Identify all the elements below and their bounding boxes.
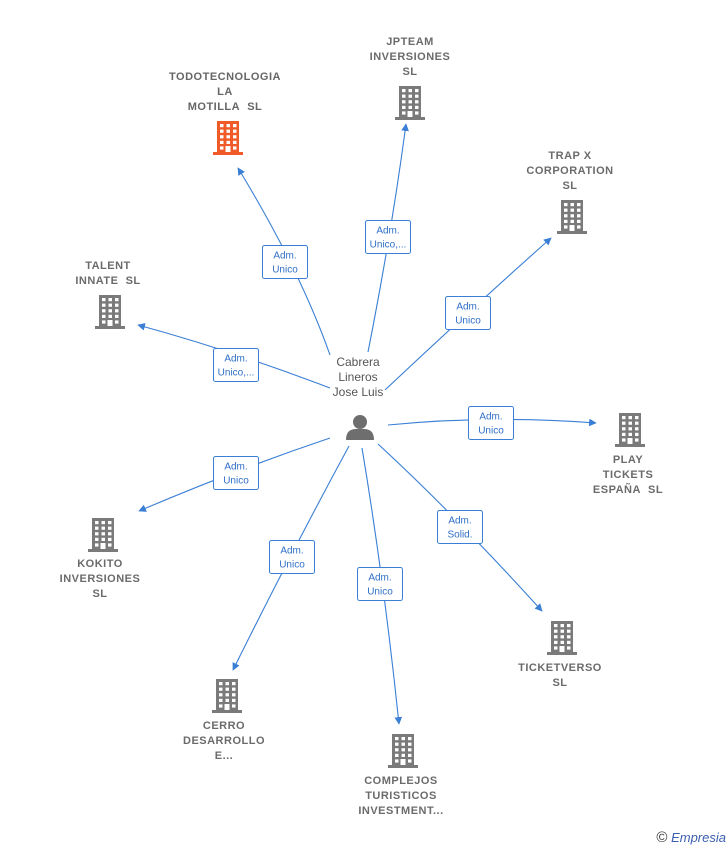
role-text: Adm. [224,354,247,365]
building-icon-cerro[interactable] [212,679,242,713]
building-icon-ticketverso[interactable] [547,621,577,655]
role-badge-complejos[interactable]: Adm. Unico [357,567,403,601]
company-name-ticketverso-line: SL [552,677,567,689]
person-name-line: Lineros [338,370,377,384]
role-badge-box [269,540,315,574]
company-name-jpteam-line: INVERSIONES [370,51,451,63]
company-name-todotecnologia-line: MOTILLA SL [188,101,263,113]
role-badge-todotecnologia[interactable]: Adm. Unico [262,245,308,279]
company-name-cerro-line: E... [215,750,234,762]
building-icon-todotecnologia[interactable] [213,121,243,155]
role-text: Adm. [280,546,303,557]
company-name-todotecnologia: TODOTECNOLOGIA LA MOTILLA SL [169,71,281,113]
role-badge-cerro[interactable]: Adm. Unico [269,540,315,574]
role-badge-play-tickets[interactable]: Adm. Unico [468,406,514,440]
role-badge-box [213,348,259,382]
company-name-kokito: KOKITO INVERSIONES SL [60,558,141,600]
company-name-kokito-line: INVERSIONES [60,573,141,585]
company-name-play-tickets-line: PLAY [613,454,643,466]
company-name-complejos-line: INVESTMENT... [358,805,443,817]
role-text: Unico [367,587,393,598]
role-text: Adm. [479,412,502,423]
role-badge-ticketverso[interactable]: Adm. Solid. [437,510,483,544]
role-text: Adm. [456,302,479,313]
copyright-symbol: © [656,829,668,846]
company-name-todotecnologia-line: LA [217,86,233,98]
company-name-trap-x-line: TRAP X [548,150,591,162]
company-name-jpteam-line: JPTEAM [386,36,434,48]
footer: © Empresia [656,829,726,846]
role-text: Unico [455,316,481,327]
company-name-cerro: CERRO DESARROLLO E... [183,720,265,762]
role-text: Unico,... [370,240,407,251]
role-badge-box [468,406,514,440]
company-name-kokito-line: SL [92,588,107,600]
role-badge-talent-innate[interactable]: Adm. Unico,... [213,348,259,382]
company-name-jpteam: JPTEAM INVERSIONES SL [370,36,451,78]
company-name-talent-innate: TALENT INNATE SL [75,260,140,287]
role-text: Unico,... [218,368,255,379]
company-name-complejos: COMPLEJOS TURISTICOS INVESTMENT... [358,775,443,817]
company-name-kokito-line: KOKITO [77,558,123,570]
role-badge-jpteam[interactable]: Adm. Unico,... [365,220,411,254]
company-name-talent-innate-line: INNATE SL [75,275,140,287]
role-badge-box [445,296,491,330]
building-icon-jpteam[interactable] [395,86,425,120]
role-text: Unico [272,265,298,276]
company-name-play-tickets-line: TICKETS [603,469,654,481]
company-name-trap-x-line: CORPORATION [526,165,613,177]
building-icon-kokito[interactable] [88,518,118,552]
role-text: Solid. [447,530,472,541]
role-badge-box [357,567,403,601]
role-badge-box [437,510,483,544]
company-name-complejos-line: TURISTICOS [365,790,437,802]
company-name-cerro-line: CERRO [203,720,245,732]
building-icon-play-tickets[interactable] [615,413,645,447]
company-name-play-tickets: PLAY TICKETS ESPAÑA SL [593,454,663,496]
role-text: Adm. [368,573,391,584]
role-text: Adm. [273,251,296,262]
company-name-jpteam-line: SL [402,66,417,78]
role-badge-box [365,220,411,254]
building-icon-trap-x[interactable] [557,200,587,234]
role-badge-box [213,456,259,490]
role-text: Adm. [376,226,399,237]
building-icon-talent-innate[interactable] [95,295,125,329]
role-text: Adm. [448,516,471,527]
company-name-ticketverso-line: TICKETVERSO [518,662,602,674]
person-name-line: Jose Luis [333,385,384,399]
company-name-trap-x: TRAP X CORPORATION SL [526,150,613,192]
company-name-play-tickets-line: ESPAÑA SL [593,483,663,496]
role-badge-trap-x[interactable]: Adm. Unico [445,296,491,330]
company-name-talent-innate-line: TALENT [85,260,131,272]
company-name-todotecnologia-line: TODOTECNOLOGIA [169,71,281,83]
person-name-line: Cabrera [336,355,380,369]
roles-layer: Adm.UnicoAdm.Unico,...Adm.UnicoAdm.Unico… [213,220,514,601]
role-text: Unico [279,560,305,571]
building-icon-complejos[interactable] [388,734,418,768]
role-badge-kokito[interactable]: Adm. Unico [213,456,259,490]
role-badge-box [262,245,308,279]
role-text: Adm. [224,462,247,473]
role-text: Unico [223,476,249,487]
company-name-ticketverso: TICKETVERSO SL [518,662,602,689]
brand-name: Empresia [671,830,726,845]
company-name-complejos-line: COMPLEJOS [364,775,438,787]
company-name-cerro-line: DESARROLLO [183,735,265,747]
edges-layer [137,123,597,725]
role-text: Unico [478,426,504,437]
company-name-trap-x-line: SL [562,180,577,192]
person-icon[interactable] [346,415,374,440]
